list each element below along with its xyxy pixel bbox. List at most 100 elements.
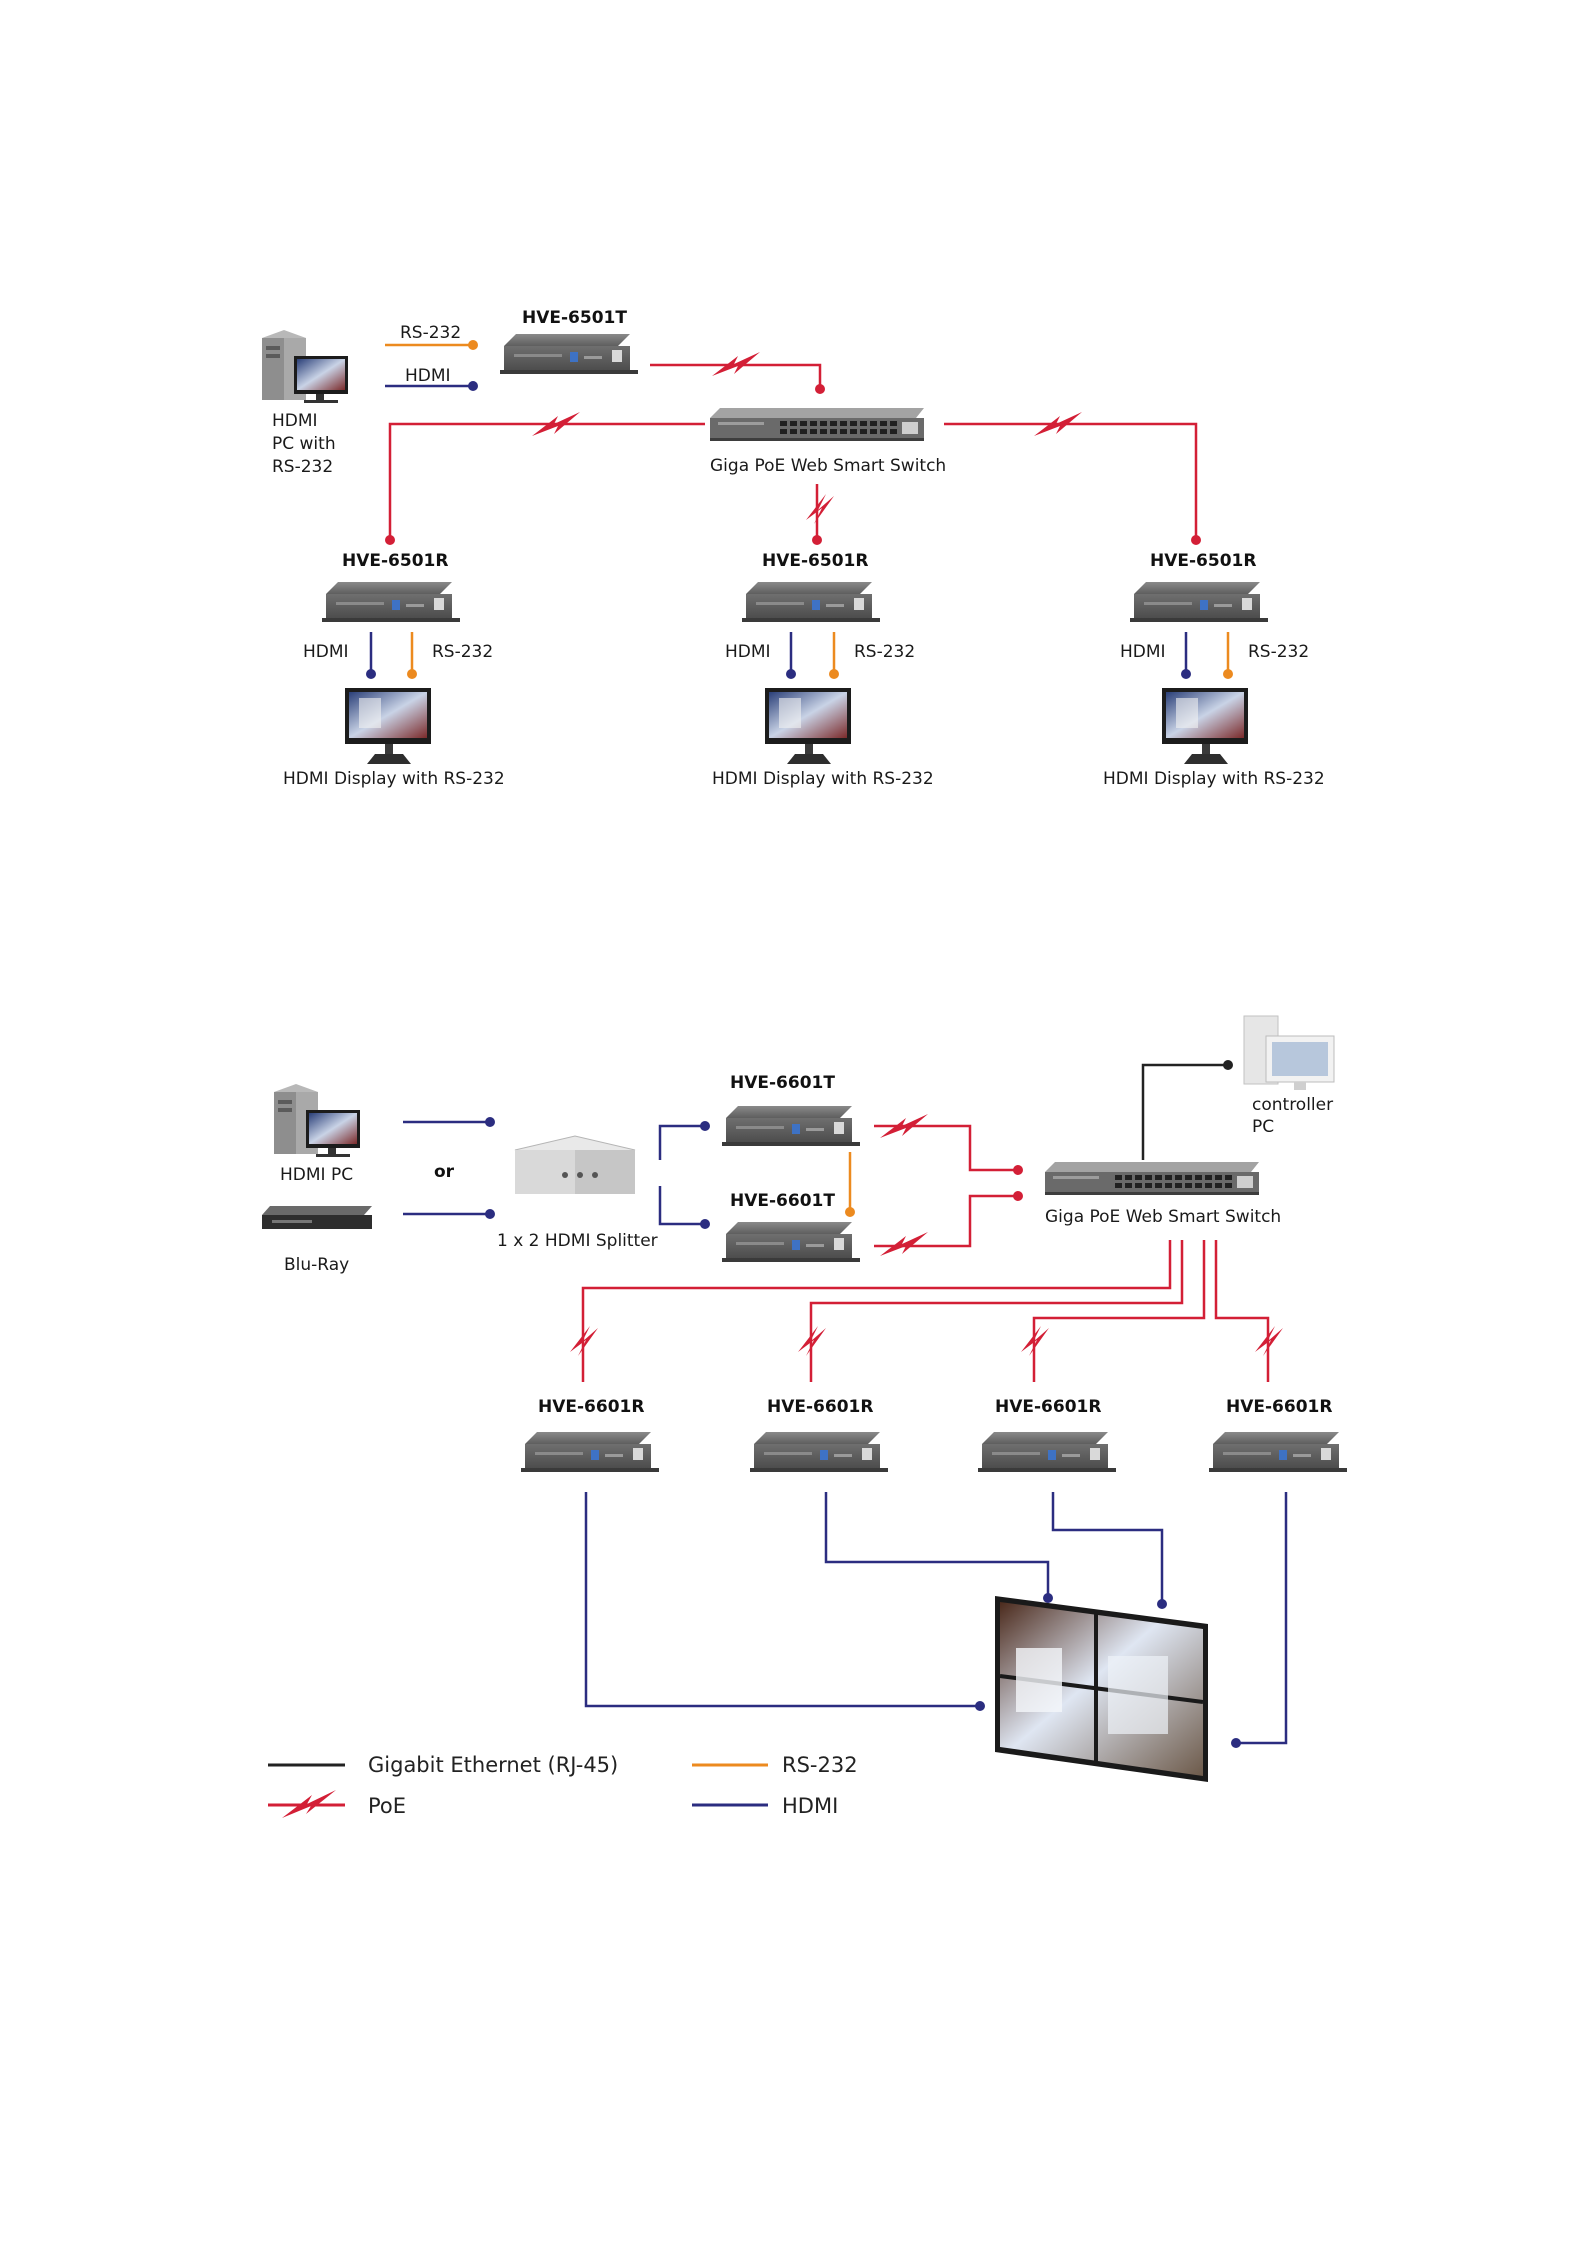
legend-rs232-label: RS-232 <box>782 1753 858 1777</box>
receiver-label: HVE-6501R <box>1150 551 1256 571</box>
hdmi-link-bluray-end <box>485 1209 495 1219</box>
hdmi-link-rx4-wall-end <box>1231 1738 1241 1748</box>
display-label: HDMI Display with RS-232 <box>1103 769 1325 789</box>
source-pc-line3: RS-232 <box>272 457 333 477</box>
poe-bolt-icon <box>570 1326 598 1356</box>
transmitter-6501t-device-icon <box>500 334 638 374</box>
source-rs232-end <box>468 340 478 350</box>
poe-bolt-icon <box>798 1326 826 1356</box>
bluray-label: Blu-Ray <box>284 1255 349 1275</box>
receiver-6601r-1-label: HVE-6601R <box>538 1397 644 1417</box>
rs232-link-end <box>845 1207 855 1217</box>
poe-link-tx-switch <box>650 363 822 389</box>
receiver-hdmi-end <box>1181 669 1191 679</box>
receiver-6601r-3-label: HVE-6601R <box>995 1397 1101 1417</box>
video-wall-icon <box>995 1596 1208 1782</box>
poe-link-tx2-switch <box>874 1194 1018 1248</box>
hdmi-link-splitter-tx2 <box>658 1186 705 1226</box>
transmitter-bottom-label: HVE-6601T <box>730 1191 835 1211</box>
receiver-6601r-4-label: HVE-6601R <box>1226 1397 1332 1417</box>
poe-bolt-icon <box>1034 412 1082 436</box>
switch-label-1: Giga PoE Web Smart Switch <box>710 456 946 476</box>
receiver-hdmi-label: HDMI <box>1120 642 1166 662</box>
receiver-rs232-end <box>1223 669 1233 679</box>
receiver-6501r-3: HVE-6501R HDMI RS-232 HDMI Display with … <box>1103 551 1325 789</box>
poe-link-tx1-switch <box>874 1124 1018 1172</box>
poe-switch-device-icon <box>1045 1162 1259 1195</box>
controller-label-1: controller <box>1252 1095 1333 1115</box>
receiver-label: HVE-6501R <box>762 551 868 571</box>
source-pc-line2: PC with <box>272 434 336 454</box>
hdmi-link-splitter-tx2-end <box>700 1219 710 1229</box>
poe-bolt-icon <box>880 1232 928 1256</box>
hdmi-link-rx2-wall <box>824 1492 1050 1598</box>
hdmi-link-rx2-wall-end <box>1043 1593 1053 1603</box>
poe-bolt-icon <box>532 412 580 436</box>
poe-bolt-icon <box>880 1114 928 1138</box>
ethernet-link-controller <box>1141 1063 1228 1160</box>
ethernet-link-controller-end <box>1223 1060 1233 1070</box>
poe-link-switch-rx4 <box>1214 1240 1270 1382</box>
hdmi-pc-rs232-icon <box>262 330 348 403</box>
poe-link-tx1-switch-end <box>1013 1165 1023 1175</box>
legend-ethernet-label: Gigabit Ethernet (RJ-45) <box>368 1753 618 1777</box>
hdmi-display-icon <box>765 688 851 764</box>
or-label: or <box>434 1162 455 1182</box>
poe-link-switch-rx3 <box>1032 1240 1206 1382</box>
receiver-6501r-1: HVE-6501R HDMI RS-232 HDMI Display with … <box>283 551 505 789</box>
receiver-rs232-end <box>829 669 839 679</box>
hdmi-pc-icon <box>274 1084 360 1157</box>
poe-link-switch-rx1-end <box>385 535 395 545</box>
hdmi-link-rx1-wall-end <box>975 1701 985 1711</box>
receiver-label: HVE-6501R <box>342 551 448 571</box>
hdmi-link-rx3-wall <box>1051 1492 1164 1604</box>
receiver-device-icon <box>322 582 460 622</box>
transmitter-6501t-label: HVE-6501T <box>522 308 627 328</box>
receiver-hdmi-end <box>786 669 796 679</box>
transmitter-top-label: HVE-6601T <box>730 1073 835 1093</box>
receiver-6601r-2-device-icon <box>750 1432 888 1472</box>
poe-link-switch-rx1 <box>581 1240 1172 1382</box>
hdmi-link-rx3-wall-end <box>1157 1599 1167 1609</box>
receiver-rs232-label: RS-232 <box>854 642 915 662</box>
poe-bolt-icon <box>1255 1326 1283 1356</box>
receiver-6601r-2-label: HVE-6601R <box>767 1397 873 1417</box>
poe-bolt-icon <box>282 1790 336 1818</box>
hdmi-splitter-icon <box>514 1135 636 1194</box>
poe-bolt-icon <box>1021 1326 1049 1356</box>
bluray-player-icon <box>262 1206 372 1229</box>
controller-label-2: PC <box>1252 1117 1274 1137</box>
poe-link-switch-rx3 <box>944 422 1198 540</box>
poe-link-switch-rx3-end <box>1191 535 1201 545</box>
poe-link-tx-switch-end <box>815 384 825 394</box>
splitter-label: 1 x 2 HDMI Splitter <box>497 1231 658 1251</box>
legend: Gigabit Ethernet (RJ-45) PoE RS-232 HDMI <box>268 1753 858 1818</box>
hdmi-pc-label: HDMI PC <box>280 1165 353 1185</box>
diagram-2-hve6601: HDMI PC or Blu-Ray 1 x 2 HDMI Splitter H… <box>262 1015 1347 1782</box>
hdmi-display-icon <box>345 688 431 764</box>
receiver-6601r-3-device-icon <box>978 1432 1116 1472</box>
display-label: HDMI Display with RS-232 <box>283 769 505 789</box>
poe-link-tx2-switch-end <box>1013 1191 1023 1201</box>
poe-bolt-icon <box>806 494 834 524</box>
hdmi-link-splitter-tx1-end <box>700 1121 710 1131</box>
poe-link-switch-rx2-end <box>812 535 822 545</box>
legend-poe-label: PoE <box>368 1794 406 1818</box>
source-hdmi-end <box>468 381 478 391</box>
receiver-device-icon <box>742 582 880 622</box>
hdmi-link-rx1-wall <box>584 1492 980 1708</box>
transmitter-top-device-icon <box>722 1106 860 1146</box>
poe-link-switch-rx2 <box>809 1240 1184 1382</box>
source-hdmi-label: HDMI <box>405 366 451 386</box>
hdmi-link-rx4-wall <box>1236 1492 1288 1745</box>
display-label: HDMI Display with RS-232 <box>712 769 934 789</box>
receiver-6601r-1-device-icon <box>521 1432 659 1472</box>
receiver-rs232-end <box>407 669 417 679</box>
receiver-hdmi-label: HDMI <box>725 642 771 662</box>
diagram-1-hve6501: HDMI PC with RS-232 RS-232 HDMI HVE-6501… <box>262 308 1325 789</box>
receiver-device-icon <box>1130 582 1268 622</box>
legend-hdmi-label: HDMI <box>782 1794 838 1818</box>
hdmi-display-icon <box>1162 688 1248 764</box>
source-pc-line1: HDMI <box>272 411 318 431</box>
